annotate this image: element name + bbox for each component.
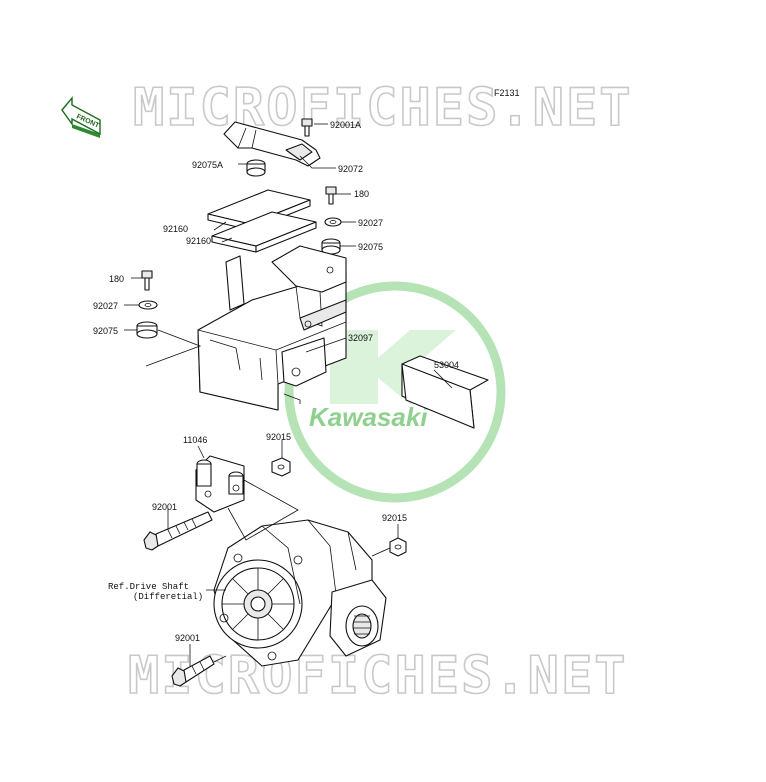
label-92015-lower: 92015 bbox=[382, 513, 407, 523]
bolt-180-top bbox=[325, 186, 337, 205]
part-labels: 92001A 92075A 92072 180 92160 92160 9202… bbox=[93, 120, 459, 643]
label-plate-53004 bbox=[401, 355, 489, 429]
label-180-top: 180 bbox=[354, 189, 369, 199]
label-92160-a: 92160 bbox=[163, 224, 188, 234]
pad-92160-lower bbox=[211, 211, 317, 253]
label-92072: 92072 bbox=[338, 164, 363, 174]
kawasaki-logo: Kawasaki bbox=[284, 281, 506, 503]
label-92027-right: 92027 bbox=[358, 218, 383, 228]
label-11046: 11046 bbox=[183, 435, 207, 445]
front-arrow-icon: FRONT bbox=[61, 96, 101, 138]
washer-92027-left bbox=[138, 300, 158, 310]
washer-92027-right bbox=[324, 217, 342, 227]
bolt-92001-upper bbox=[143, 511, 213, 551]
bolt-92001-lower bbox=[171, 655, 215, 687]
label-ref-differential: (Differetial) bbox=[133, 592, 203, 602]
label-92160-b: 92160 bbox=[186, 236, 211, 246]
label-92075-left: 92075 bbox=[93, 326, 118, 336]
watermark-bottom: MICROFICHES.NET bbox=[128, 646, 628, 706]
bracket-92072 bbox=[223, 121, 321, 167]
grommet-92075A bbox=[246, 159, 266, 177]
leader-lines bbox=[124, 123, 453, 666]
bolt-92001A bbox=[301, 118, 313, 137]
bracket-11046 bbox=[195, 455, 245, 513]
nut-92015-lower bbox=[389, 537, 407, 557]
label-92015-upper: 92015 bbox=[266, 432, 291, 442]
label-53004: 53004 bbox=[434, 360, 459, 370]
label-180-left: 180 bbox=[109, 274, 124, 284]
label-92001-lower: 92001 bbox=[175, 633, 200, 643]
watermark-top: MICROFICHES.NET bbox=[133, 78, 633, 138]
grommet-92075-right bbox=[321, 238, 341, 255]
nut-92015-upper bbox=[271, 457, 291, 477]
grommet-92075-left bbox=[136, 321, 158, 339]
bolt-180-left bbox=[141, 270, 153, 291]
label-92001A: 92001A bbox=[330, 120, 361, 130]
figure-code: F2131 bbox=[494, 88, 520, 98]
label-92001-upper: 92001 bbox=[152, 502, 177, 512]
battery-case-32097 bbox=[197, 245, 347, 411]
label-92075A: 92075A bbox=[192, 160, 223, 170]
label-32097: 32097 bbox=[348, 333, 373, 343]
gear-case bbox=[213, 519, 387, 667]
label-92027-left: 92027 bbox=[93, 301, 118, 311]
label-ref-drive-shaft: Ref.Drive Shaft bbox=[108, 582, 189, 592]
label-92075-right: 92075 bbox=[358, 242, 383, 252]
brand-name: Kawasaki bbox=[309, 402, 428, 432]
